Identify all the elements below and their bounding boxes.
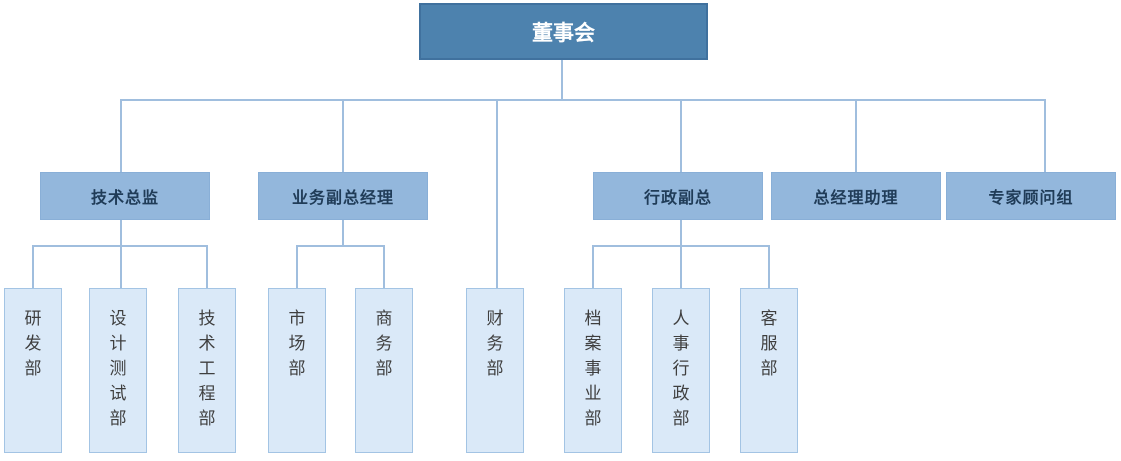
org-node-expert-group[interactable]: 专家顾问组 <box>946 172 1116 220</box>
org-node-label: 专家顾问组 <box>988 190 1074 207</box>
org-node-label: 技术总监 <box>90 190 159 207</box>
org-node-label: 人事行政部 <box>672 309 690 428</box>
connector-business-rail <box>296 245 385 247</box>
connector-drop-finance-dept <box>496 99 498 288</box>
connector-tech-mid-stub <box>120 220 122 288</box>
org-node-label: 档案事业部 <box>584 309 602 428</box>
connector-drop-marketing-dept <box>296 245 298 288</box>
connector-drop-expert-group <box>1044 99 1046 172</box>
connector-main-rail <box>120 99 1046 101</box>
org-node-label: 研发部 <box>24 309 42 378</box>
connector-admin-mid-stub <box>680 220 682 288</box>
connector-business-stub <box>342 220 344 247</box>
org-node-label: 设计测试部 <box>109 309 127 428</box>
org-node-label: 业务副总经理 <box>291 190 394 207</box>
org-node-label: 市场部 <box>288 309 306 378</box>
org-node-commerce-dept[interactable]: 商务部 <box>355 288 413 453</box>
org-node-business-vp[interactable]: 业务副总经理 <box>258 172 428 220</box>
org-node-gm-assistant[interactable]: 总经理助理 <box>771 172 941 220</box>
org-node-label: 技术工程部 <box>198 309 216 428</box>
connector-drop-gm-assistant <box>855 99 857 172</box>
org-node-label: 财务部 <box>486 309 504 378</box>
org-node-marketing-dept[interactable]: 市场部 <box>268 288 326 453</box>
org-node-hr-admin-dept[interactable]: 人事行政部 <box>652 288 710 453</box>
connector-drop-tech-director <box>120 99 122 172</box>
org-node-label: 客服部 <box>760 309 778 378</box>
connector-admin-rail <box>592 245 770 247</box>
org-node-board[interactable]: 董事会 <box>419 3 708 60</box>
org-node-label: 行政副总 <box>643 190 712 207</box>
org-node-label: 总经理助理 <box>813 190 899 207</box>
org-node-tech-director[interactable]: 技术总监 <box>40 172 210 220</box>
connector-drop-business-vp <box>342 99 344 172</box>
org-node-archives-dept[interactable]: 档案事业部 <box>564 288 622 453</box>
org-node-label: 商务部 <box>375 309 393 378</box>
connector-drop-rd-dept <box>32 245 34 288</box>
connector-tech-rail <box>32 245 208 247</box>
org-node-rd-dept[interactable]: 研发部 <box>4 288 62 453</box>
org-node-design-test-dept[interactable]: 设计测试部 <box>89 288 147 453</box>
org-node-customer-service-dept[interactable]: 客服部 <box>740 288 798 453</box>
org-node-finance-dept[interactable]: 财务部 <box>466 288 524 453</box>
connector-root-stub <box>561 60 563 101</box>
connector-drop-tech-engineering-dept <box>206 245 208 288</box>
org-node-admin-vp[interactable]: 行政副总 <box>593 172 763 220</box>
connector-drop-customer-service-dept <box>768 245 770 288</box>
connector-drop-archives-dept <box>592 245 594 288</box>
connector-drop-admin-vp <box>680 99 682 172</box>
org-node-tech-engineering-dept[interactable]: 技术工程部 <box>178 288 236 453</box>
org-node-label: 董事会 <box>532 21 595 45</box>
connector-drop-commerce-dept <box>383 245 385 288</box>
